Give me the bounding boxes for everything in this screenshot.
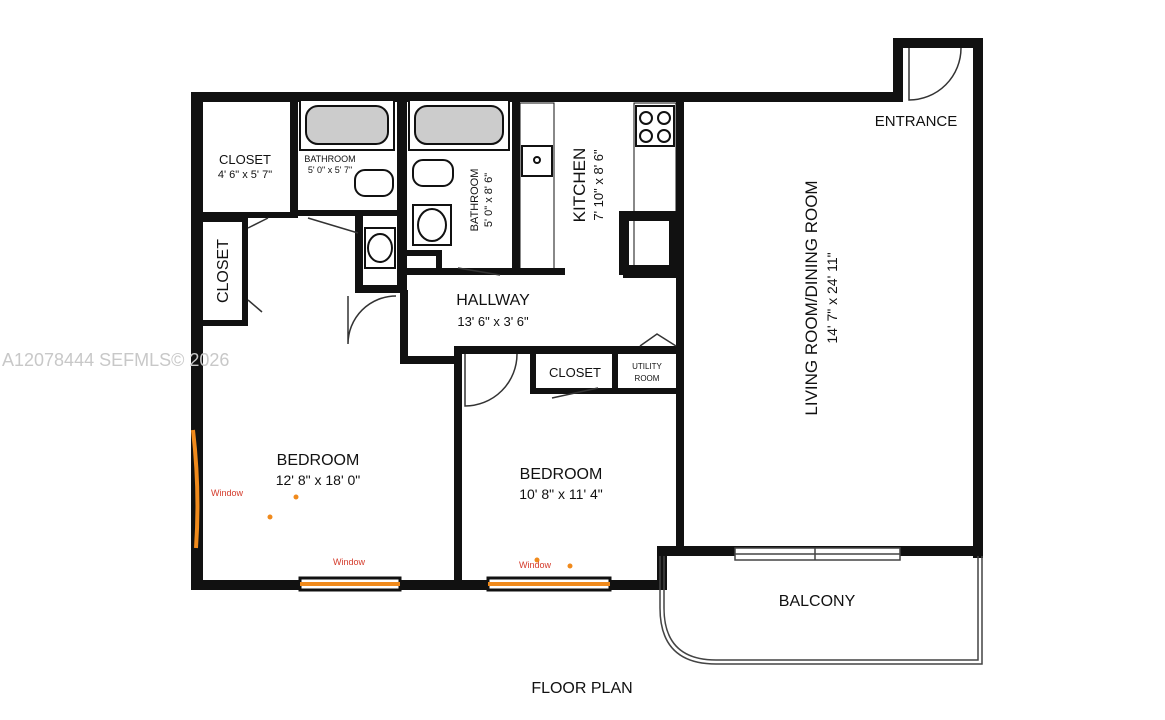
- bedroom1-dims: 12' 8" x 18' 0": [276, 472, 361, 488]
- utility-line2: ROOM: [635, 374, 660, 383]
- balcony-outline: [659, 547, 983, 665]
- window-note-3: Window: [519, 560, 552, 570]
- kitchen-dims: 7' 10" x 8' 6": [591, 149, 606, 221]
- entrance-label: ENTRANCE: [875, 113, 958, 130]
- closet1-dims: 4' 6" x 5' 7": [218, 169, 272, 181]
- closet3-name: CLOSET: [549, 365, 601, 380]
- utility-line1: UTILITY: [632, 362, 662, 371]
- bedroom2-name: BEDROOM: [520, 466, 603, 483]
- bedroom2-dims: 10' 8" x 11' 4": [519, 486, 603, 502]
- window-dots: [267, 494, 573, 569]
- doors: [247, 47, 962, 407]
- bath2-dims: 5' 0" x 8' 6": [483, 173, 495, 227]
- window-marks: [191, 429, 612, 592]
- walls: [191, 38, 983, 590]
- hallway-dims: 13' 6" x 3' 6": [457, 314, 529, 329]
- hallway-name: HALLWAY: [456, 292, 530, 309]
- bedroom1-name: BEDROOM: [277, 452, 360, 469]
- living-name: LIVING ROOM/DINING ROOM: [802, 180, 821, 415]
- window-note-2: Window: [333, 557, 366, 567]
- balcony-name: BALCONY: [779, 593, 856, 610]
- bath2-name: BATHROOM: [469, 169, 481, 232]
- bath1-name: BATHROOM: [304, 154, 355, 164]
- window-note-1: Window: [211, 488, 244, 498]
- living-dims: 14' 7" x 24' 11": [824, 252, 840, 343]
- closet2-name: CLOSET: [215, 239, 232, 303]
- bath1-dims: 5' 0" x 5' 7": [308, 165, 352, 175]
- floor-plan-caption: FLOOR PLAN: [531, 680, 632, 697]
- kitchen-name: KITCHEN: [570, 148, 589, 223]
- watermark: A12078444 SEFMLS© 2026: [2, 350, 229, 370]
- closet1-name: CLOSET: [219, 152, 271, 167]
- fixtures: [299, 99, 679, 275]
